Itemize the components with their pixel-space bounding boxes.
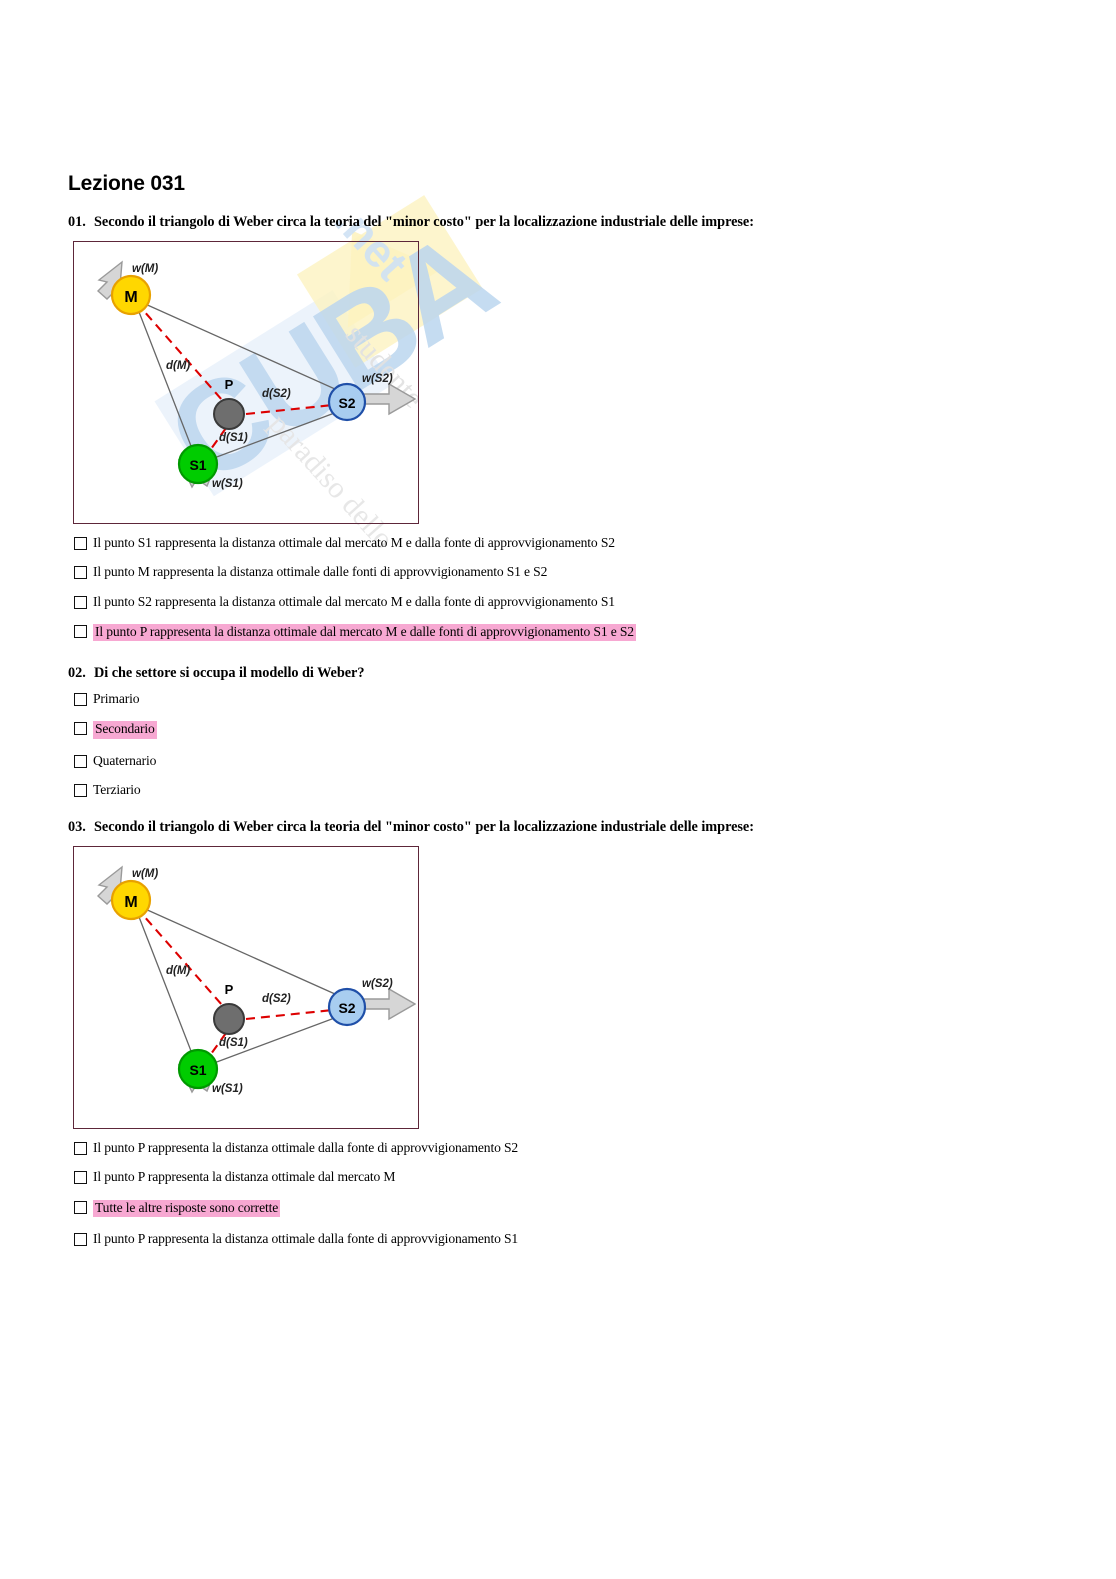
option-label-correct: Il punto P rappresenta la distanza ottim… <box>93 623 636 642</box>
option-row[interactable]: Primario <box>74 691 1058 707</box>
options-list-03: Il punto P rappresenta la distanza ottim… <box>74 1140 1058 1246</box>
distance-lines <box>135 301 363 457</box>
options-list-02: Primario Secondario Quaternario Terziari… <box>74 691 1058 797</box>
label-d-s1: d(S1) <box>219 432 248 444</box>
option-label: Primario <box>93 691 140 707</box>
weight-arrow-s2 <box>358 382 416 416</box>
node-p <box>213 398 245 430</box>
weight-arrow-s2 <box>358 987 416 1021</box>
option-label: Quaternario <box>93 752 157 768</box>
label-w-m: w(M) <box>132 868 158 880</box>
svg-text:S1: S1 <box>189 457 206 473</box>
label-d-s2: d(S2) <box>262 388 291 400</box>
node-s2: S2 <box>327 988 367 1027</box>
label-d-m: d(M) <box>166 360 190 372</box>
checkbox-icon[interactable] <box>74 624 87 638</box>
svg-text:S1: S1 <box>189 1062 206 1078</box>
label-w-s2: w(S2) <box>362 373 393 385</box>
question-block-03: 03. Secondo il triangolo di Weber circa l… <box>68 819 1058 1246</box>
label-d-m: d(M) <box>166 965 190 977</box>
weber-triangle-figure-03: M S1 S2 w(M) w(S1) <box>73 846 419 1130</box>
label-w-s1: w(S1) <box>212 1083 243 1095</box>
options-list-01: Il punto S1 rappresenta la distanza otti… <box>74 535 1058 642</box>
checkbox-icon[interactable] <box>74 1142 87 1156</box>
svg-text:S2: S2 <box>338 1000 355 1016</box>
option-row[interactable]: Il punto P rappresenta la distanza ottim… <box>74 1169 1058 1185</box>
checkbox-icon[interactable] <box>74 754 87 768</box>
checkbox-icon[interactable] <box>74 1171 87 1185</box>
question-prompt-02: Di che settore si occupa il modello di W… <box>94 665 365 682</box>
question-block-01: 01. Secondo il triangolo di Weber circa l… <box>68 214 1058 642</box>
option-label-correct: Tutte le altre risposte sono corrette <box>93 1199 281 1217</box>
option-row[interactable]: Terziario <box>74 781 1058 797</box>
page-title: Lezione 031 <box>68 172 185 195</box>
svg-text:M: M <box>124 894 137 911</box>
option-row[interactable]: Quaternario <box>74 752 1058 768</box>
svg-text:M: M <box>124 289 137 306</box>
checkbox-icon[interactable] <box>74 595 87 609</box>
checkbox-icon[interactable] <box>74 537 87 550</box>
svg-text:S2: S2 <box>338 395 355 411</box>
label-d-s2: d(S2) <box>262 993 291 1005</box>
option-row[interactable]: Il punto P rappresenta la distanza ottim… <box>74 623 1058 642</box>
label-w-s2: w(S2) <box>362 978 393 990</box>
checkbox-icon[interactable] <box>74 1232 87 1246</box>
weber-triangle-figure-01: M S1 S2 w(M) <box>73 241 419 524</box>
option-label: Il punto P rappresenta la distanza ottim… <box>93 1230 519 1246</box>
option-label: Terziario <box>93 781 141 797</box>
label-p: P <box>225 982 234 997</box>
node-m: M <box>110 274 152 316</box>
option-label: Il punto P rappresenta la distanza ottim… <box>93 1140 519 1156</box>
option-row[interactable]: Il punto S1 rappresenta la distanza otti… <box>74 535 1058 550</box>
question-number-02: 02. <box>68 665 86 682</box>
checkbox-icon[interactable] <box>74 693 87 707</box>
content-area: Lezione 031 01. Secondo il triangolo di W… <box>68 172 1058 1246</box>
option-label: Il punto S1 rappresenta la distanza otti… <box>93 535 615 550</box>
node-p <box>213 1003 245 1036</box>
checkbox-icon[interactable] <box>74 1200 87 1214</box>
checkbox-icon[interactable] <box>74 783 87 797</box>
question-prompt-01: Secondo il triangolo di Weber circa la t… <box>94 214 754 230</box>
question-text-03: 03. Secondo il triangolo di Weber circa l… <box>68 819 1058 836</box>
question-number-01: 01. <box>68 214 86 230</box>
label-p: P <box>225 377 234 392</box>
option-row[interactable]: Il punto P rappresenta la distanza ottim… <box>74 1230 1058 1246</box>
triangle-edges <box>133 298 365 465</box>
checkbox-icon[interactable] <box>74 722 87 736</box>
checkbox-icon[interactable] <box>74 566 87 580</box>
label-w-s1: w(S1) <box>212 478 243 490</box>
option-label-correct: Secondario <box>93 721 157 739</box>
node-s2: S2 <box>327 382 367 422</box>
question-number-03: 03. <box>68 819 86 836</box>
option-row[interactable]: Il punto M rappresenta la distanza ottim… <box>74 564 1058 580</box>
node-s1: S1 <box>177 1049 219 1090</box>
question-prompt-03: Secondo il triangolo di Weber circa la t… <box>94 819 754 836</box>
option-row[interactable]: Il punto S2 rappresenta la distanza otti… <box>74 593 1058 609</box>
option-row[interactable]: Il punto P rappresenta la distanza ottim… <box>74 1140 1058 1156</box>
label-w-m: w(M) <box>132 263 158 275</box>
question-text-02: 02. Di che settore si occupa il modello d… <box>68 665 1058 682</box>
option-row[interactable]: Tutte le altre risposte sono corrette <box>74 1199 1058 1217</box>
option-row[interactable]: Secondario <box>74 721 1058 739</box>
label-d-s1: d(S1) <box>219 1037 248 1049</box>
question-text-01: 01. Secondo il triangolo di Weber circa l… <box>68 214 1058 231</box>
option-label: Il punto M rappresenta la distanza ottim… <box>93 564 548 580</box>
question-block-02: 02. Di che settore si occupa il modello d… <box>68 665 1058 797</box>
triangle-edges <box>133 903 365 1070</box>
option-label: Il punto P rappresenta la distanza ottim… <box>93 1169 396 1185</box>
distance-lines <box>135 906 363 1062</box>
node-m: M <box>110 880 152 921</box>
option-label: Il punto S2 rappresenta la distanza otti… <box>93 593 615 609</box>
